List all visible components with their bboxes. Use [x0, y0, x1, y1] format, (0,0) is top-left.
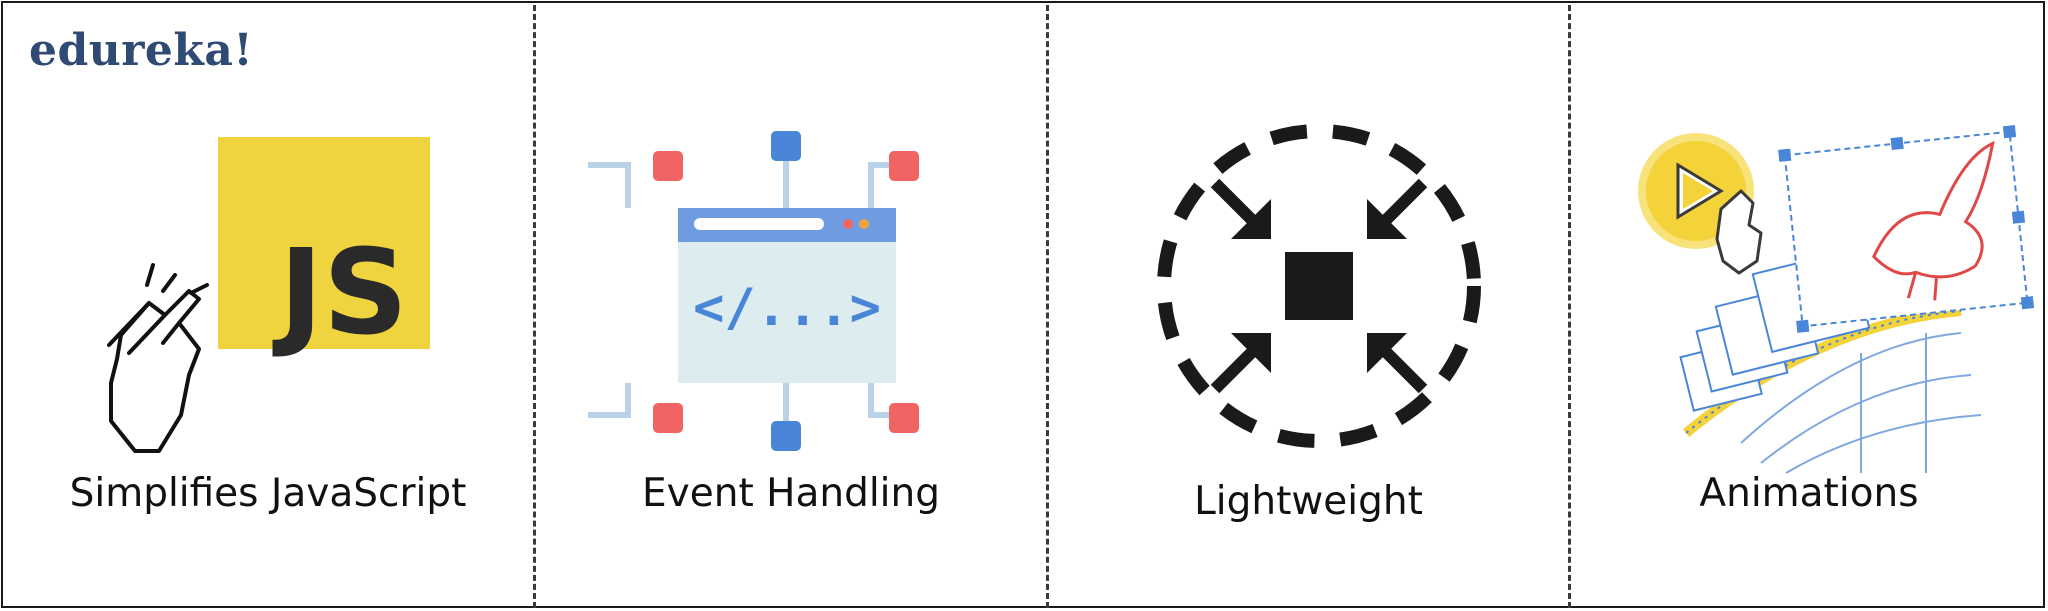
js-badge: [218, 137, 430, 349]
feature-label: Lightweight: [1194, 479, 1423, 524]
feature-label: Animations: [1699, 471, 1919, 516]
browser-dot-red: [843, 219, 853, 229]
snap-hand-icon: [107, 263, 209, 453]
js-logo-icon: JS: [107, 137, 430, 453]
dashed-circle: [1157, 124, 1481, 448]
node-red-bottom-left: [653, 403, 683, 433]
main-frame: [1778, 125, 2035, 333]
node-red-top-right: [889, 151, 919, 181]
node-blue-bottom: [771, 421, 801, 451]
pointing-hand-icon: [1715, 189, 1763, 275]
node-blue-top: [771, 131, 801, 161]
code-tag-text: </...>: [693, 278, 881, 338]
feature-panel-lightweight: Lightweight: [1049, 3, 1568, 610]
center-square: [1285, 252, 1353, 320]
js-badge-text: JS: [272, 223, 408, 361]
timeline-arcs: [1740, 332, 1982, 474]
feature-label: Event Handling: [642, 471, 940, 516]
animation-frames-icon: [1638, 125, 2035, 474]
panel-divider-1: [533, 5, 536, 608]
inward-arrows: [1210, 178, 1428, 394]
compress-arrows-icon: [1157, 124, 1481, 448]
panel-divider-3: [1568, 5, 1571, 608]
node-red-bottom-right: [889, 403, 919, 433]
feature-label: Simplifies JavaScript: [69, 471, 467, 516]
browser-address-bar: [694, 218, 824, 230]
feature-panel-animations: Animations: [1571, 3, 2047, 610]
browser-dot-orange: [859, 219, 869, 229]
panel-divider-2: [1046, 5, 1049, 608]
brand-logo: edureka!: [29, 25, 254, 76]
feature-panel-event-handling: </...> Event Handling: [536, 3, 1046, 610]
browser-code-network-icon: </...>: [588, 131, 919, 451]
node-red-top-left: [653, 151, 683, 181]
feature-panel-simplifies-javascript: JS Simplifies JavaScript: [3, 3, 533, 610]
